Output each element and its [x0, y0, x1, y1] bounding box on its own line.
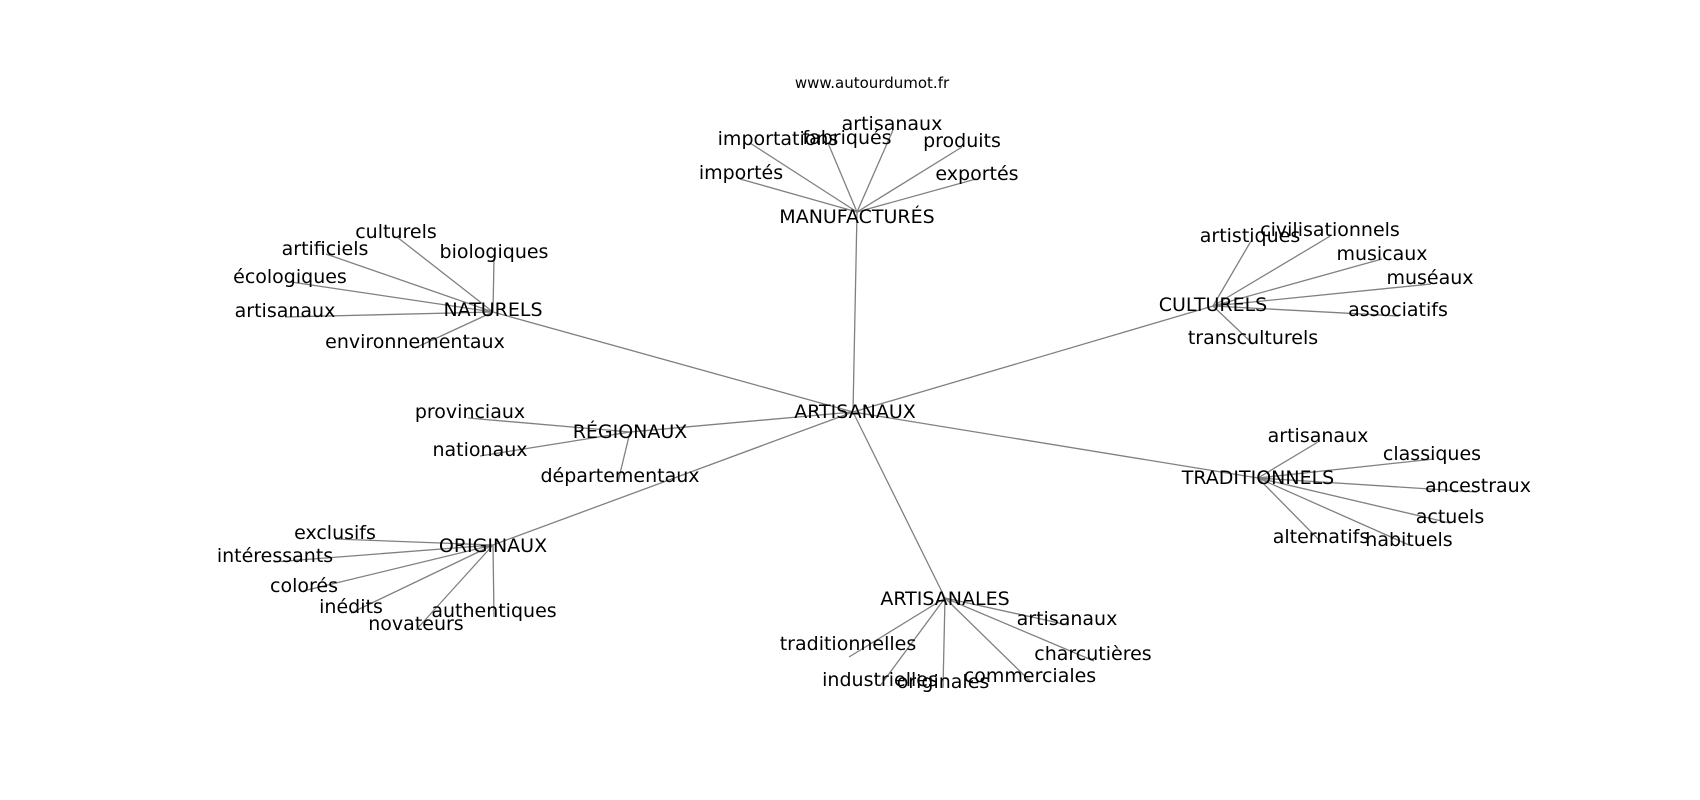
term-node-label: exclusifs — [294, 522, 376, 544]
term-node-label: commerciales — [964, 665, 1096, 687]
term-node-label: intéressants — [217, 545, 333, 567]
term-node-label: traditionnelles — [780, 633, 917, 655]
edge-hub-to-term — [879, 597, 946, 687]
edge-hub-to-term — [1212, 240, 1252, 307]
edge-root-to-hub — [492, 311, 854, 413]
edge-hub-to-term — [856, 178, 977, 213]
term-node-label: industrielles — [822, 669, 938, 691]
term-node-label: artisanaux — [235, 300, 336, 322]
edge-hub-to-term — [944, 597, 1069, 626]
edge-hub-to-term — [942, 597, 946, 689]
edge-hub-to-term — [479, 431, 631, 457]
edge-hub-to-term — [290, 281, 494, 313]
term-node-label: exportés — [935, 163, 1018, 185]
edge-hub-to-term — [492, 257, 495, 313]
edge-hub-to-term — [856, 146, 963, 213]
term-node-label: actuels — [1416, 506, 1484, 528]
term-node-label: classiques — [1383, 443, 1481, 465]
edges — [273, 129, 1478, 689]
term-node-label: musicaux — [1336, 243, 1427, 265]
edge-hub-to-term — [1257, 477, 1410, 546]
term-node-label: alternatifs — [1273, 526, 1370, 548]
edge-root-to-hub — [852, 211, 858, 413]
edge-hub-to-term — [273, 544, 494, 563]
edge-hub-to-term — [944, 597, 1095, 662]
term-node-label: artisanaux — [842, 113, 943, 135]
term-node-label: artisanaux — [1017, 608, 1118, 630]
hub-node-label: MANUFACTURÉS — [779, 205, 934, 228]
edge-hub-to-term — [325, 253, 494, 313]
edge-hub-to-term — [1212, 305, 1254, 345]
edge-hub-to-term — [1257, 458, 1435, 479]
hub-node-label: CULTURELS — [1159, 294, 1268, 316]
term-node-label: habituels — [1365, 529, 1452, 551]
term-node-label: novateurs — [368, 613, 463, 635]
term-node-label: authentiques — [431, 600, 556, 622]
term-node-label: artisanaux — [1268, 425, 1369, 447]
edge-hub-to-term — [1212, 234, 1333, 307]
edge-hub-to-term — [284, 311, 494, 318]
term-node-label: nationaux — [432, 439, 527, 461]
term-node-label: inédits — [319, 596, 383, 618]
edge-hub-to-term — [467, 417, 631, 433]
hub-node-label: RÉGIONAUX — [573, 420, 688, 443]
edge-hub-to-term — [1257, 441, 1319, 479]
edge-hub-to-term — [848, 597, 946, 658]
edge-hub-to-term — [617, 431, 631, 483]
root-node-label: ARTISANAUX — [794, 401, 916, 423]
labels: www.autourdumot.fr ARTISANAUX MANUFACTUR… — [217, 74, 1531, 693]
edge-root-to-hub — [852, 411, 946, 599]
source-label: www.autourdumot.fr — [795, 74, 950, 92]
edge-hub-to-term — [415, 544, 494, 631]
term-node-label: ancestraux — [1425, 475, 1531, 497]
term-node-label: associatifs — [1348, 299, 1448, 321]
hub-node-label: NATURELS — [443, 299, 542, 321]
edge-root-to-hub — [629, 411, 854, 433]
term-node-label: muséaux — [1386, 267, 1473, 289]
edge-hub-to-term — [492, 544, 495, 618]
edge-hub-to-term — [944, 597, 1032, 683]
edge-hub-to-term — [1257, 477, 1478, 493]
term-node-label: culturels — [355, 221, 437, 243]
term-node-label: biologiques — [440, 241, 549, 263]
term-node-label: civilisationnels — [1260, 219, 1400, 241]
edge-hub-to-term — [749, 142, 858, 213]
edge-hub-to-term — [1257, 477, 1451, 524]
edge-hub-to-term — [1257, 477, 1322, 543]
term-node-label: transculturels — [1188, 327, 1318, 349]
term-node-label: écologiques — [233, 266, 347, 288]
edge-hub-to-term — [856, 129, 894, 213]
edge-hub-to-term — [350, 544, 494, 614]
term-node-label: artificiels — [282, 238, 369, 260]
edge-hub-to-term — [739, 178, 858, 213]
term-node-label: produits — [923, 130, 1001, 152]
term-node-label: importés — [699, 162, 783, 184]
term-node-label: originales — [897, 671, 990, 693]
edge-root-to-hub — [852, 411, 1259, 479]
edge-hub-to-term — [302, 544, 494, 592]
edge-root-to-hub — [492, 411, 854, 546]
term-node-label: artistiques — [1200, 225, 1301, 247]
term-node-label: départementaux — [540, 465, 699, 487]
edge-hub-to-term — [1212, 305, 1400, 317]
edge-hub-to-term — [1212, 283, 1432, 307]
term-node-label: environnementaux — [325, 331, 505, 353]
edge-hub-to-term — [396, 236, 494, 313]
term-node-label: provinciaux — [415, 401, 525, 423]
hub-node-label: ARTISANALES — [880, 588, 1009, 610]
hub-node-label: ORIGINAUX — [439, 535, 547, 557]
edge-hub-to-term — [1212, 258, 1383, 307]
edge-hub-to-term — [334, 538, 494, 546]
term-node-label: fabriqués — [802, 127, 891, 149]
edge-hub-to-term — [827, 142, 858, 213]
term-node-label: charcutières — [1034, 643, 1151, 665]
edge-hub-to-term — [414, 311, 494, 349]
edge-root-to-hub — [852, 305, 1214, 413]
term-node-label: colorés — [270, 575, 338, 597]
term-node-label: importations — [718, 128, 839, 150]
hub-node-label: TRADITIONNELS — [1181, 467, 1335, 489]
